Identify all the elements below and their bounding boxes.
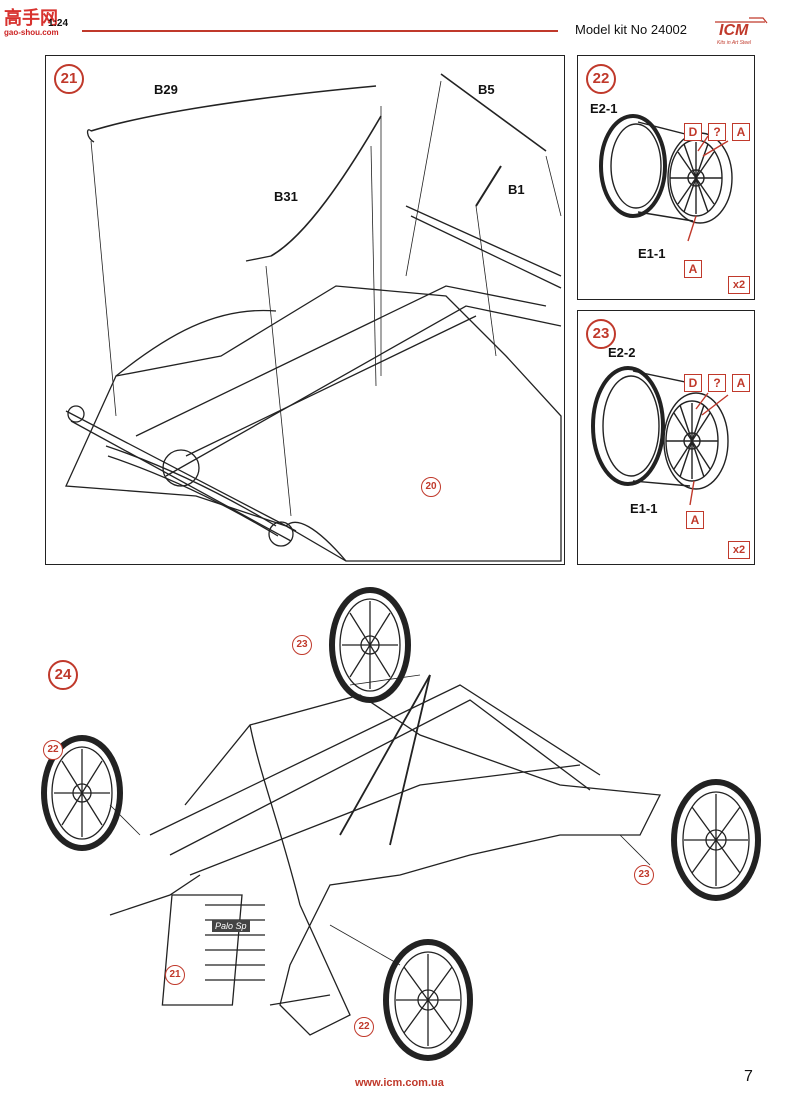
part-e2-2-label: E2-2 [608, 345, 636, 360]
footer-url[interactable]: www.icm.com.ua [355, 1077, 444, 1089]
part-b1-label: B1 [508, 182, 525, 197]
part-b5-label: B5 [478, 82, 495, 97]
step-21-badge: 21 [54, 64, 84, 94]
step-23-wheel-illustration [591, 366, 729, 506]
ref-23-right-badge: 23 [634, 865, 654, 885]
paint-tag-unknown: ? [708, 123, 726, 141]
ref-22-bottom-badge: 22 [354, 1017, 374, 1037]
scale-label: 1:24 [48, 18, 69, 29]
paint-tag-a: A [732, 374, 750, 392]
wheel-front-bottom [383, 939, 473, 1061]
step-24-area: 24 23 22 23 21 22 Palo Sp [0, 575, 800, 1070]
paint-tag-a-lower: A [686, 511, 704, 529]
part-b29-label: B29 [154, 82, 178, 97]
ref-22-left-badge: 22 [43, 740, 63, 760]
step-22-panel: 22 E2-1 E1-1 D ? A A x2 [577, 55, 755, 300]
logo-tagline: Kits in Art Steel [717, 40, 751, 46]
paint-tag-a: A [732, 123, 750, 141]
step-24-chassis-illustration [41, 587, 761, 1061]
quantity-tag: x2 [728, 541, 750, 559]
ref-23-top-badge: 23 [292, 635, 312, 655]
step-23-badge: 23 [586, 319, 616, 349]
step-23-panel: 23 E2-2 E1-1 D ? A A x2 [577, 310, 755, 565]
watermark-logo: 高手网 gao-shou.com 1:24 [4, 4, 76, 40]
wheel-front-left [41, 735, 123, 851]
part-e1-1-label: E1-1 [638, 246, 666, 261]
paint-tag-d: D [684, 123, 702, 141]
watermark-sub: gao-shou.com [4, 28, 59, 37]
page-number: 7 [744, 1068, 753, 1085]
icm-logo-mark [715, 17, 768, 24]
watermark-brand: 高手网 [4, 8, 58, 29]
icm-logo: ICM Kits in Art Steel [705, 16, 775, 46]
part-e1-1-label: E1-1 [630, 501, 658, 516]
quantity-tag: x2 [728, 276, 750, 294]
paint-tag-d: D [684, 374, 702, 392]
wheel-rear-top [329, 587, 411, 703]
step-22-wheel-illustration [599, 114, 733, 242]
paint-tag-unknown: ? [708, 374, 726, 392]
step-21-panel: 21 B29 B31 B5 B1 20 [45, 55, 565, 565]
kit-number-label: Model kit No 24002 [575, 22, 688, 37]
paint-tag-a-lower: A [684, 260, 702, 278]
ref-20-badge: 20 [421, 477, 441, 497]
wheel-rear-right [671, 779, 761, 901]
step-21-illustration [65, 73, 562, 562]
step-22-badge: 22 [586, 64, 616, 94]
ref-21-badge: 21 [165, 965, 185, 985]
step-24-badge: 24 [48, 660, 78, 690]
radiator-badge: Palo Sp [212, 920, 250, 932]
part-b31-label: B31 [274, 189, 298, 204]
logo-text: ICM [719, 22, 749, 39]
header-rule [82, 30, 558, 32]
part-e2-1-label: E2-1 [590, 101, 618, 116]
